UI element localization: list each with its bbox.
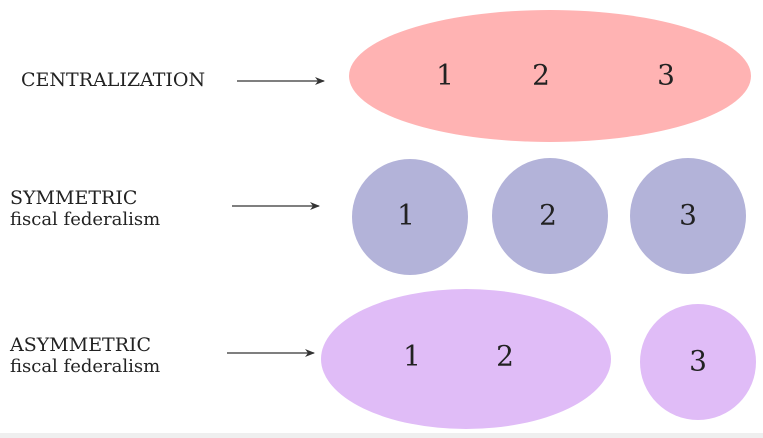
label-centralization: CENTRALIZATION [21, 69, 206, 91]
asymmetric-region-2: 2 [496, 340, 514, 373]
bottom-divider [0, 433, 763, 438]
asymmetric-region-1: 1 [403, 340, 421, 373]
symmetric-region-1: 1 [397, 199, 415, 232]
symmetric-circle-1 [352, 159, 468, 275]
row-label-asymmetric: ASYMMETRIC fiscal federalism [10, 334, 160, 378]
centralization-region-3: 3 [657, 59, 675, 92]
symmetric-region-2: 2 [539, 199, 557, 232]
sublabel-symmetric: fiscal federalism [10, 209, 161, 230]
symmetric-circle-3 [630, 158, 746, 274]
symmetric-circle-2 [492, 158, 608, 274]
centralization-ellipse [349, 10, 751, 142]
row-label-symmetric: SYMMETRIC fiscal federalism [10, 187, 160, 231]
asymmetric-region-3: 3 [689, 345, 707, 378]
label-asymmetric: ASYMMETRIC [10, 334, 152, 356]
row-label-centralization: CENTRALIZATION [21, 69, 205, 91]
label-symmetric: SYMMETRIC [10, 187, 138, 209]
asymmetric-circle [640, 304, 756, 420]
centralization-region-2: 2 [532, 59, 550, 92]
symmetric-region-3: 3 [679, 199, 697, 232]
asymmetric-ellipse [321, 289, 611, 429]
centralization-region-1: 1 [436, 59, 454, 92]
sublabel-asymmetric: fiscal federalism [10, 356, 161, 377]
